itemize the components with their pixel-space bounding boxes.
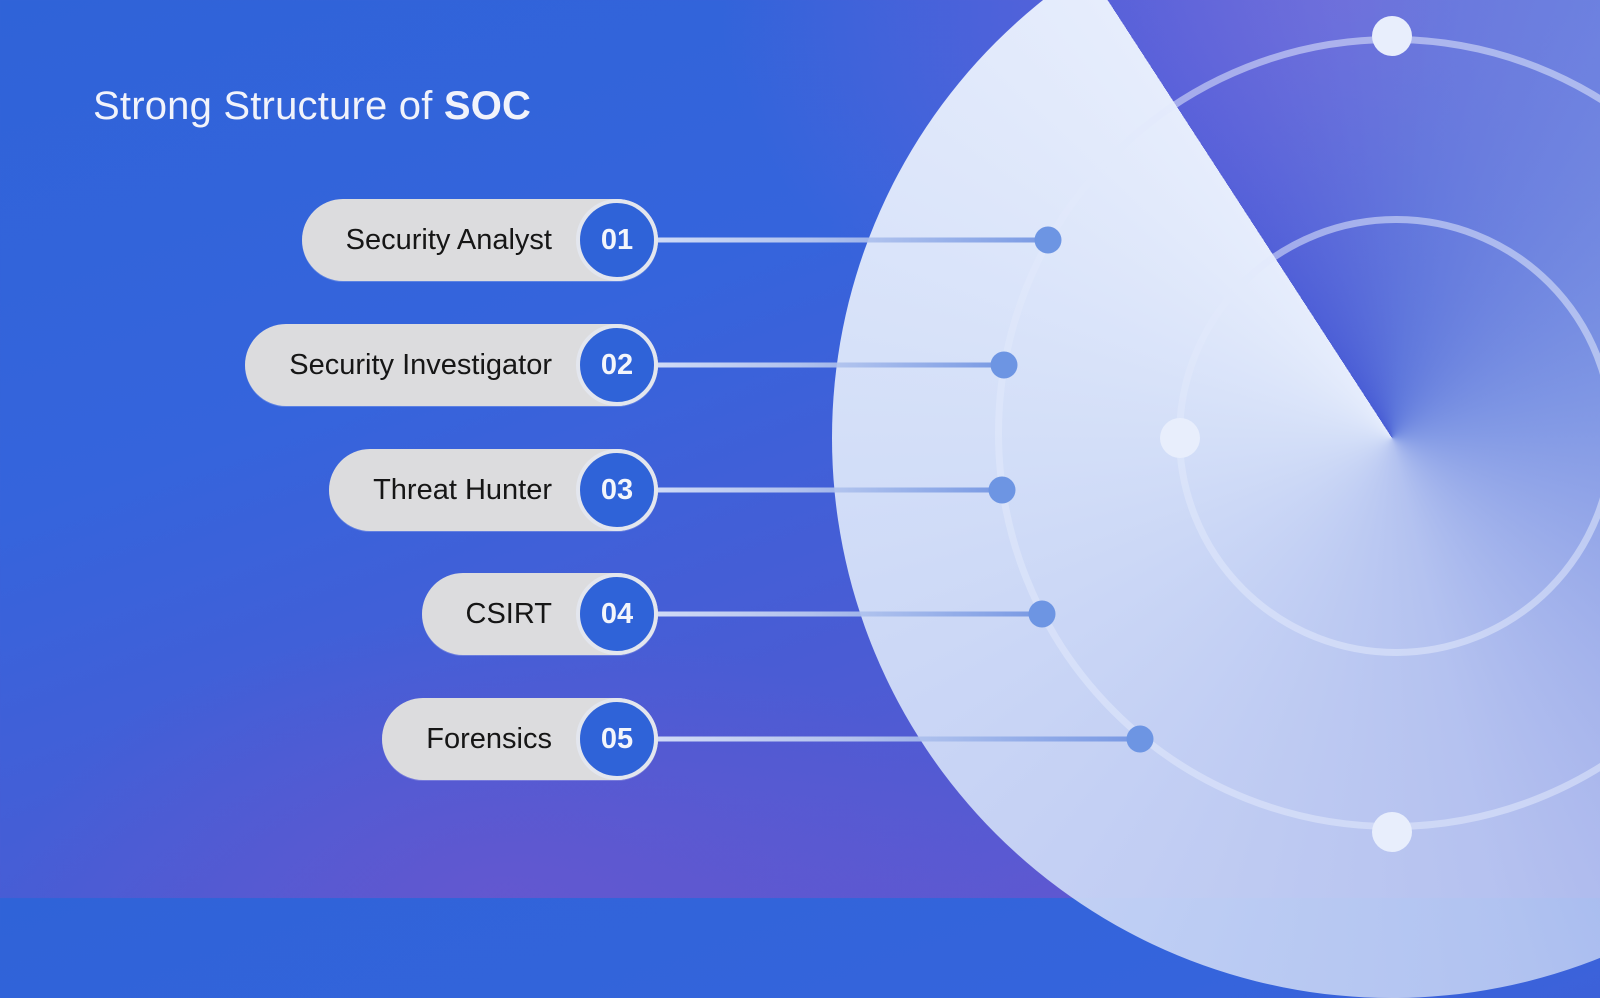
connector-line-04 [656, 611, 1042, 617]
connector-dot-01 [1034, 226, 1062, 254]
connector-line-02 [656, 362, 1004, 368]
page-title: Strong Structure of SOC [93, 84, 531, 129]
role-number-badge: 01 [576, 199, 658, 281]
role-pill-01: Security Analyst 01 [301, 199, 658, 281]
connector-line-03 [656, 487, 1002, 493]
role-label: Threat Hunter [373, 473, 552, 506]
connector-dot-02 [990, 351, 1018, 379]
role-label: Security Analyst [345, 223, 552, 256]
connector-dot-05 [1126, 725, 1154, 753]
role-number-badge: 03 [576, 449, 658, 531]
ring-node-bottom [1372, 812, 1412, 852]
role-label: Security Investigator [289, 348, 552, 381]
ring-node-top [1372, 16, 1412, 56]
ring-node-inner-left [1160, 418, 1200, 458]
role-pill-02: Security Investigator 02 [245, 324, 658, 406]
connector-dot-03 [988, 476, 1016, 504]
role-number-badge: 02 [576, 324, 658, 406]
role-label: CSIRT [465, 597, 552, 630]
role-label: Forensics [426, 722, 552, 755]
connector-line-01 [656, 237, 1048, 243]
role-number-badge: 05 [576, 698, 658, 780]
connector-dot-04 [1028, 600, 1056, 628]
role-number-badge: 04 [576, 573, 658, 655]
role-pill-05: Forensics 05 [382, 698, 658, 780]
role-pill-03: Threat Hunter 03 [329, 449, 658, 531]
title-emphasis: SOC [443, 84, 532, 128]
role-pill-04: CSIRT 04 [421, 573, 658, 655]
title-prefix: Strong Structure of [93, 84, 444, 128]
connector-line-05 [656, 736, 1140, 742]
radar-inner-ring [1176, 216, 1600, 656]
